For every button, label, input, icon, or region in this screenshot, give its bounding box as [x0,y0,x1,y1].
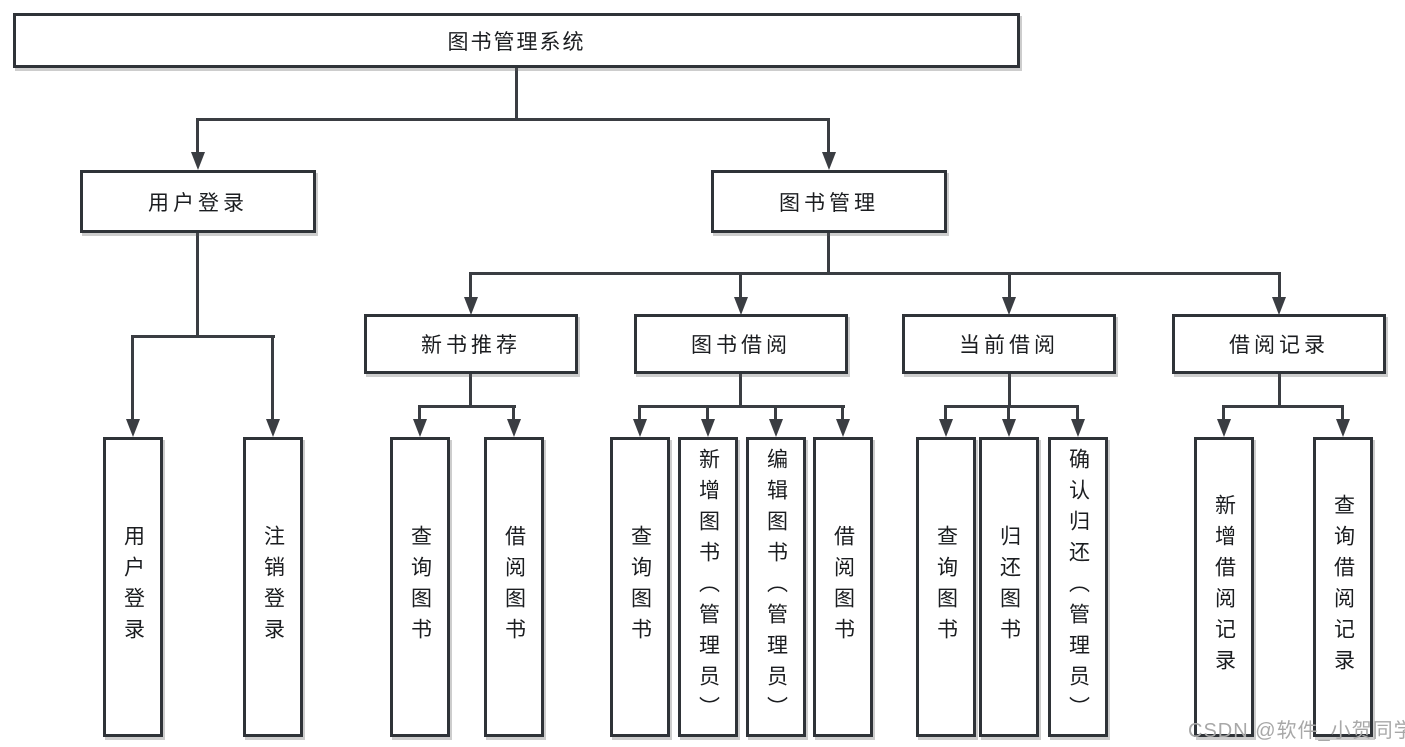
connector-vline [1222,405,1225,420]
leaf-label: 借阅图书 [502,525,526,649]
connector-hline [196,118,830,121]
connector-vline [1008,272,1011,297]
connector-hline [418,405,516,408]
connector-vline [512,405,515,420]
arrowhead-down-icon [191,152,205,170]
leaf-label: 确认归还（管理员） [1066,447,1090,727]
arrowhead-down-icon [413,419,427,437]
connector-hline [1222,405,1343,408]
connector-vline [196,118,199,152]
connector-vline [196,233,199,335]
connector-vline [131,335,134,419]
connector-vline [841,405,844,420]
node-book-borrowing: 图书借阅 [634,314,848,374]
leaf-label: 查询图书 [408,525,432,649]
connector-hline [638,405,845,408]
watermark: CSDN @软件_小贺同学 [1188,720,1405,742]
arrowhead-down-icon [1272,297,1286,315]
leaf-label: 借阅图书 [831,525,855,649]
arrowhead-down-icon [734,297,748,315]
connector-vline [739,374,742,405]
connector-vline [739,272,742,297]
leaf-label: 编辑图书（管理员） [764,447,788,727]
connector-vline [271,335,274,419]
connector-vline [1007,405,1010,420]
node-library-management-system: 图书管理系统 [13,13,1020,68]
connector-vline [1278,374,1281,405]
leaf-query-borrow-record: 查询借阅记录 [1313,437,1373,737]
arrowhead-down-icon [822,152,836,170]
connector-vline [1008,374,1011,405]
node-new-book-recommend: 新书推荐 [364,314,578,374]
node-book-management: 图书管理 [711,170,947,233]
connector-vline [469,272,472,297]
leaf-user-login: 用户登录 [103,437,163,737]
leaf-query-books-current: 查询图书 [916,437,976,737]
arrowhead-down-icon [1217,419,1231,437]
leaf-query-books-borrowing: 查询图书 [610,437,670,737]
leaf-label: 注销登录 [261,525,285,649]
leaf-confirm-return-admin: 确认归还（管理员） [1048,437,1108,737]
arrowhead-down-icon [769,419,783,437]
leaf-edit-book-admin: 编辑图书（管理员） [746,437,806,737]
arrowhead-down-icon [507,419,521,437]
connector-hline [469,272,1280,275]
connector-vline [515,68,518,118]
connector-vline [1278,272,1281,297]
leaf-query-books-recommend: 查询图书 [390,437,450,737]
arrowhead-down-icon [939,419,953,437]
leaf-label: 查询图书 [934,525,958,649]
connector-hline [131,335,275,338]
connector-vline [1076,405,1079,420]
arrowhead-down-icon [701,419,715,437]
leaf-label: 新增借阅记录 [1212,494,1236,680]
leaf-add-book-admin: 新增图书（管理员） [678,437,738,737]
leaf-label: 查询借阅记录 [1331,494,1355,680]
connector-vline [827,118,830,152]
arrowhead-down-icon [464,297,478,315]
arrowhead-down-icon [1002,297,1016,315]
leaf-borrow-books-recommend: 借阅图书 [484,437,544,737]
connector-vline [1341,405,1344,420]
arrowhead-down-icon [126,419,140,437]
leaf-label: 用户登录 [121,525,145,649]
leaf-borrow-books-borrowing: 借阅图书 [813,437,873,737]
arrowhead-down-icon [1071,419,1085,437]
leaf-logout: 注销登录 [243,437,303,737]
node-user-login: 用户登录 [80,170,316,233]
connector-vline [944,405,947,420]
leaf-label: 查询图书 [628,525,652,649]
node-current-borrowing: 当前借阅 [902,314,1116,374]
connector-vline [827,233,830,272]
connector-vline [774,405,777,420]
arrowhead-down-icon [1002,419,1016,437]
leaf-label: 归还图书 [997,525,1021,649]
arrowhead-down-icon [633,419,647,437]
connector-vline [469,374,472,405]
arrowhead-down-icon [1336,419,1350,437]
leaf-label: 新增图书（管理员） [696,447,720,727]
connector-vline [638,405,641,420]
node-borrowing-records: 借阅记录 [1172,314,1386,374]
arrowhead-down-icon [836,419,850,437]
connector-hline [944,405,1079,408]
connector-vline [706,405,709,420]
arrowhead-down-icon [266,419,280,437]
leaf-add-borrow-record: 新增借阅记录 [1194,437,1254,737]
connector-vline [418,405,421,420]
leaf-return-books: 归还图书 [979,437,1039,737]
